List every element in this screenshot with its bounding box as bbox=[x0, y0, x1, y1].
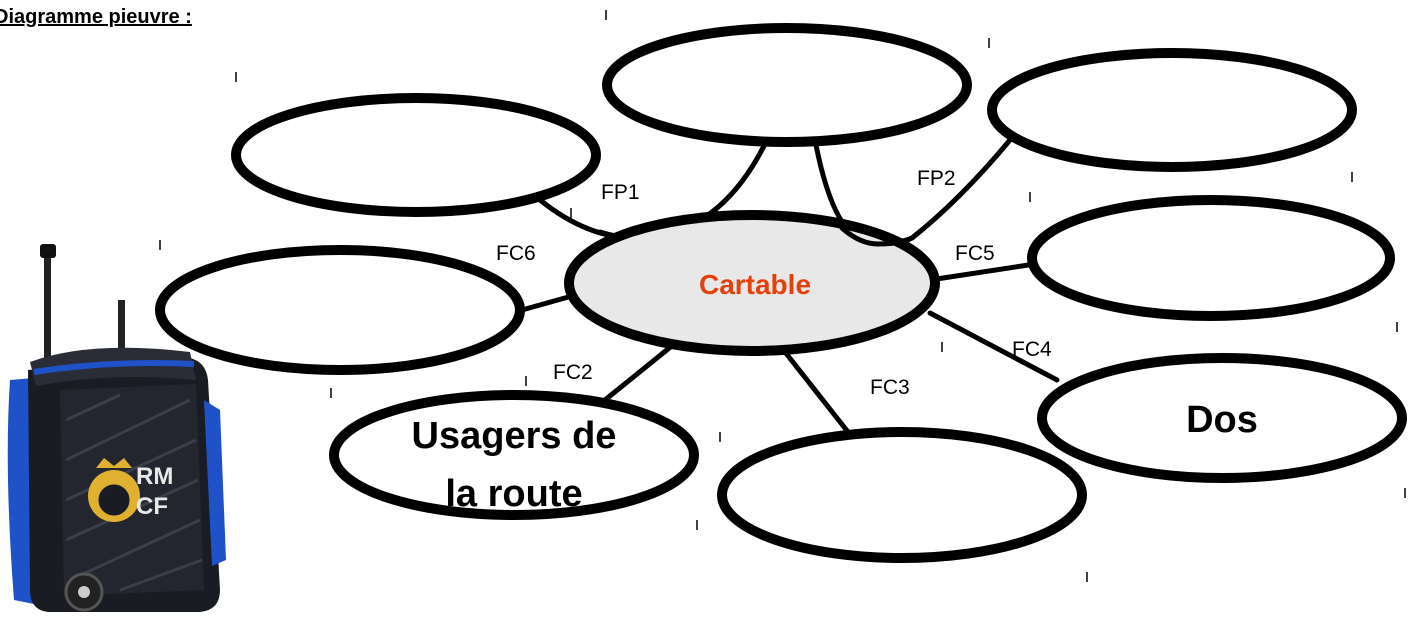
label-fc4: FC4 bbox=[1012, 338, 1052, 361]
label-fp2: FP2 bbox=[917, 167, 956, 190]
label-fc6: FC6 bbox=[496, 242, 536, 265]
svg-text:CF: CF bbox=[136, 493, 168, 520]
connector-fc2 bbox=[597, 342, 676, 407]
label-fp1: FP1 bbox=[601, 181, 640, 204]
connector-fc3 bbox=[782, 349, 851, 435]
label-fc5: FC5 bbox=[955, 242, 995, 265]
node-bottom-left-line1: Usagers de bbox=[412, 415, 617, 457]
scan-marks bbox=[159, 10, 1406, 582]
node-top bbox=[602, 23, 972, 147]
node-bottom-right bbox=[1037, 353, 1407, 483]
center-node bbox=[564, 210, 940, 356]
connector-fp2-overlay bbox=[839, 225, 915, 247]
connector-fc4 bbox=[927, 310, 1060, 383]
connector-fc5 bbox=[927, 261, 1038, 283]
center-label: Cartable bbox=[699, 269, 811, 300]
node-top-left bbox=[231, 93, 601, 217]
node-bottom-right-line1: Dos bbox=[1186, 399, 1258, 441]
node-bottom bbox=[717, 427, 1087, 563]
schoolbag-icon: RM CF bbox=[7, 244, 226, 612]
connector-fc6 bbox=[519, 293, 575, 313]
node-bottom-left-line2: la route bbox=[445, 473, 582, 515]
node-right bbox=[1027, 195, 1395, 321]
diagram-heading: Diagramme pieuvre : bbox=[0, 6, 192, 28]
node-bottom-left bbox=[329, 390, 699, 520]
svg-text:RM: RM bbox=[136, 463, 173, 490]
label-fc3: FC3 bbox=[870, 376, 910, 399]
node-top-right bbox=[987, 48, 1357, 172]
label-fc2: FC2 bbox=[553, 361, 593, 384]
node-left bbox=[155, 245, 525, 375]
